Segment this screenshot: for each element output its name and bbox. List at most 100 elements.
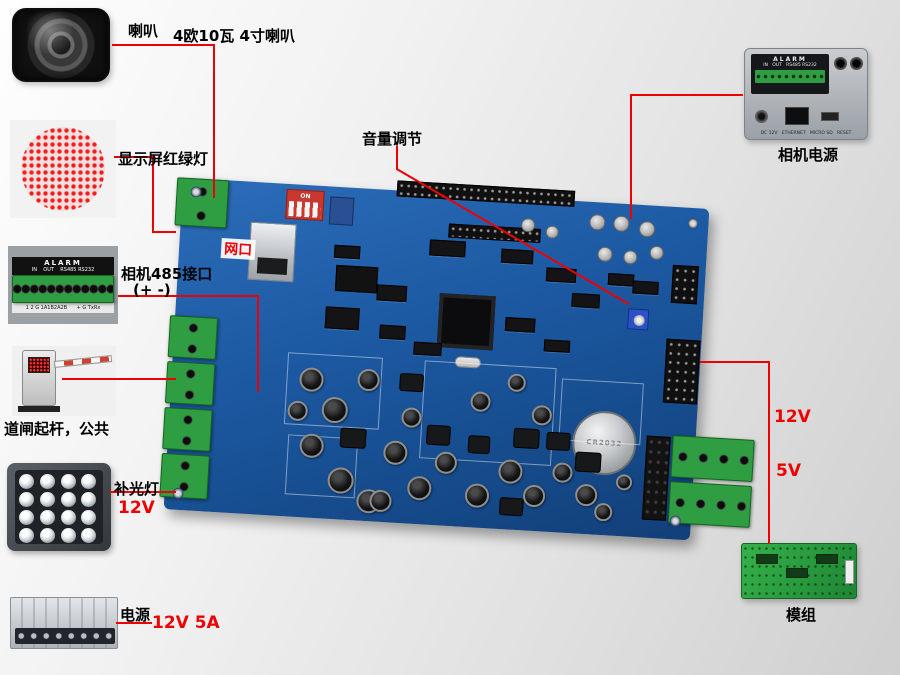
module-photo bbox=[738, 540, 860, 602]
ic-chip bbox=[504, 317, 536, 333]
pin-header bbox=[670, 264, 699, 305]
rs485-polarity-label: (+ -) bbox=[133, 281, 171, 299]
inductor bbox=[512, 427, 541, 450]
barrier-display bbox=[28, 357, 50, 373]
led-bulb bbox=[19, 510, 34, 525]
led-bulb bbox=[81, 510, 97, 525]
ic-chip bbox=[571, 292, 601, 309]
module-chip bbox=[786, 568, 808, 578]
capacitor bbox=[574, 483, 598, 507]
ethernet-port-icon bbox=[785, 107, 809, 125]
volume-label: 音量调节 bbox=[362, 130, 423, 148]
speaker-label: 喇叭 bbox=[128, 22, 159, 40]
ethernet-transformer bbox=[334, 264, 379, 294]
capacitor bbox=[406, 475, 432, 501]
ic-chip bbox=[607, 273, 635, 287]
inductor bbox=[467, 435, 491, 455]
ic-chip bbox=[376, 284, 408, 303]
module-board bbox=[741, 543, 857, 599]
module-label: 模组 bbox=[786, 606, 817, 624]
led-bulb bbox=[60, 528, 76, 543]
capacitor bbox=[434, 451, 458, 475]
capacitor bbox=[649, 245, 665, 261]
speaker-icon bbox=[12, 8, 110, 82]
annotation-line bbox=[118, 295, 259, 297]
terminal-block bbox=[164, 361, 216, 406]
dip-switch: ON bbox=[285, 188, 325, 222]
audio-jack-icon bbox=[834, 57, 847, 70]
terminal-block bbox=[12, 275, 114, 303]
capacitor bbox=[382, 440, 409, 466]
led-bulb bbox=[19, 474, 34, 489]
capacitor bbox=[545, 225, 560, 240]
fill-light-voltage-label: 12V bbox=[118, 498, 155, 518]
capacitor bbox=[497, 458, 524, 485]
alarm-pins-label: 1 2 G 1A1B2A2B + G TxRx bbox=[12, 303, 114, 313]
mounting-hole bbox=[669, 515, 682, 527]
camera-io-row: IN OUT RS485 RS232 bbox=[763, 63, 817, 68]
inductor bbox=[545, 431, 571, 452]
annotation-line bbox=[116, 622, 152, 624]
camera-terminal-strip bbox=[755, 70, 825, 83]
sd-slot-icon bbox=[821, 112, 839, 121]
terminal-block bbox=[174, 177, 230, 229]
annotation-line bbox=[114, 156, 154, 158]
power-terminal-strip bbox=[15, 628, 115, 644]
led-bulb bbox=[81, 474, 97, 489]
barrier-cabinet bbox=[22, 350, 56, 406]
module-chip bbox=[816, 554, 838, 564]
dip-on-label: ON bbox=[300, 192, 311, 201]
led-bulb bbox=[60, 510, 76, 525]
ic-chip bbox=[543, 339, 571, 353]
barrier-base bbox=[18, 406, 60, 412]
annotation-line bbox=[152, 231, 176, 233]
module-connector bbox=[845, 560, 854, 584]
capacitor bbox=[588, 213, 606, 231]
capacitor bbox=[368, 489, 393, 513]
led-bulb bbox=[39, 474, 55, 489]
annotation-line bbox=[631, 94, 743, 96]
power-label: 电源 bbox=[120, 606, 151, 624]
led-bulb bbox=[39, 510, 55, 525]
annotation-line bbox=[62, 378, 176, 380]
capacitor bbox=[622, 249, 638, 265]
ic-chip bbox=[429, 239, 467, 258]
terminal-block bbox=[167, 315, 219, 360]
alarm-io-panel: ALARM IN OUT RS485 RS232 bbox=[12, 257, 114, 275]
annotation-line bbox=[152, 156, 154, 233]
main-processor-chip bbox=[436, 293, 496, 351]
camera-alarm-title: ALARM bbox=[773, 56, 807, 63]
led-bulb bbox=[19, 492, 34, 507]
annotation-line bbox=[257, 295, 259, 392]
camera-io-panel: ALARM IN OUT RS485 RS232 bbox=[751, 54, 829, 94]
capacitor bbox=[597, 246, 613, 263]
power-spec-label: 12V 5A bbox=[152, 613, 220, 633]
fill-light-led-panel bbox=[15, 470, 103, 544]
annotation-line bbox=[768, 361, 770, 544]
inductor bbox=[339, 427, 367, 449]
fill-light-photo bbox=[4, 460, 114, 554]
led-bulb bbox=[39, 492, 55, 507]
camera-ports-label: DC 12V ETHERNET MICRO SD RESET bbox=[760, 131, 852, 136]
mounting-hole bbox=[687, 217, 699, 230]
led-bulb bbox=[19, 528, 34, 543]
fill-light-body bbox=[7, 463, 111, 551]
annotation-line bbox=[630, 94, 632, 219]
capacitor bbox=[522, 484, 546, 508]
annotation-line bbox=[213, 44, 215, 198]
capacitor bbox=[615, 473, 633, 491]
alarm-io-row: IN OUT RS485 RS232 bbox=[31, 267, 95, 273]
annotation-line bbox=[110, 491, 176, 493]
barrier-label: 道闸起杆，公共 bbox=[4, 420, 110, 438]
potentiometer-screw bbox=[633, 314, 645, 327]
led-bulb bbox=[60, 474, 76, 489]
led-display-photo bbox=[10, 120, 116, 218]
ic-chip bbox=[324, 306, 360, 331]
rs485-terminal-photo: ALARM IN OUT RS485 RS232 1 2 G 1A1B2A2B … bbox=[8, 246, 118, 324]
power-supply-body bbox=[10, 597, 118, 649]
inductor bbox=[425, 424, 452, 446]
camera-power-label: 相机电源 bbox=[778, 146, 839, 164]
ic-chip bbox=[413, 341, 442, 357]
rail-5v-label: 5V bbox=[776, 461, 801, 481]
